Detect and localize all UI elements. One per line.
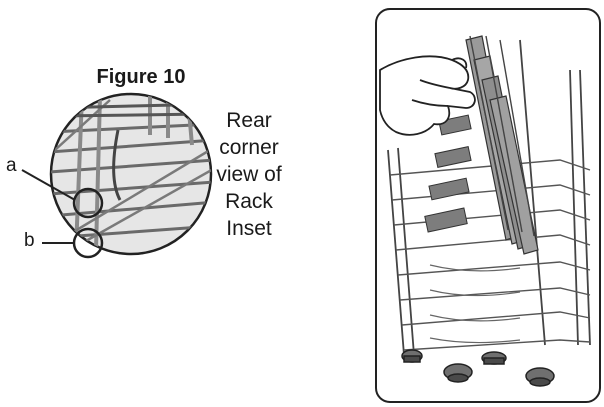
inset-caption: Rear corner view of Rack Inset (209, 107, 289, 242)
callout-circle-a (72, 187, 104, 219)
callout-label-b: b (24, 230, 35, 251)
callout-label-a: a (6, 155, 17, 176)
rack-wheels (401, 349, 555, 387)
caption-line: Rack (225, 190, 273, 213)
figure-title: Figure 10 (96, 66, 186, 88)
caption-line: corner (219, 136, 279, 159)
rack-inset-circle (21, 92, 213, 259)
caption-line: Rear (226, 109, 272, 132)
leader-line-a (21, 169, 76, 201)
rack-tines-panel (375, 8, 601, 403)
caption-line: Inset (226, 217, 272, 240)
hand-illustration (379, 55, 476, 136)
caption-line: view of (216, 163, 282, 186)
